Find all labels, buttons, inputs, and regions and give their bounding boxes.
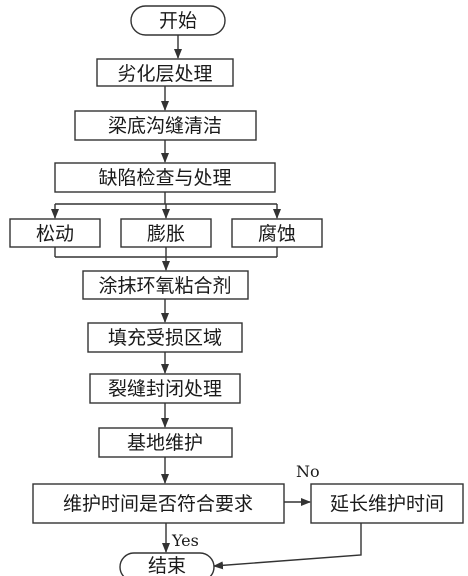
step-swelling: 膨胀	[120, 218, 212, 248]
step-fill-damaged: 填充受损区域	[87, 322, 243, 353]
step-extend-maintenance: 延长维护时间	[310, 483, 464, 524]
step-defect-check: 缺陷检查与处理	[54, 162, 276, 193]
step-beam-bottom-clean: 梁底沟缝清洁	[74, 110, 257, 141]
step-loose-label: 松动	[36, 223, 74, 245]
step-crack-seal: 裂缝封闭处理	[89, 373, 241, 404]
step-corrosion: 腐蚀	[231, 218, 323, 248]
step-swelling-label: 膨胀	[147, 223, 185, 245]
decision-node: 维护时间是否符合要求	[32, 483, 285, 524]
end-node: 结束	[119, 552, 215, 576]
step-loose: 松动	[9, 218, 101, 248]
no-label: No	[296, 462, 320, 481]
step-extend-maintenance-label: 延长维护时间	[330, 493, 444, 515]
step-defect-check-label: 缺陷检查与处理	[98, 167, 231, 189]
step-base-maintenance-label: 基地维护	[127, 432, 203, 454]
end-label: 结束	[148, 555, 186, 576]
start-node: 开始	[130, 5, 226, 36]
step-epoxy-label: 涂抹环氧粘合剂	[98, 275, 231, 297]
yes-label: Yes	[171, 531, 199, 550]
decision-label: 维护时间是否符合要求	[63, 493, 253, 515]
step-base-maintenance: 基地维护	[98, 427, 233, 458]
step-corrosion-label: 腐蚀	[258, 223, 296, 245]
step-beam-bottom-clean-label: 梁底沟缝清洁	[108, 115, 222, 137]
step-epoxy: 涂抹环氧粘合剂	[82, 270, 249, 300]
connectors	[51, 35, 362, 570]
start-label: 开始	[159, 10, 197, 32]
step-crack-seal-label: 裂缝封闭处理	[108, 378, 222, 400]
step-fill-damaged-label: 填充受损区域	[108, 327, 222, 349]
arrow-extend-to-end	[213, 523, 362, 570]
step-degraded-layer: 劣化层处理	[96, 58, 234, 87]
step-degraded-layer-label: 劣化层处理	[117, 63, 212, 85]
